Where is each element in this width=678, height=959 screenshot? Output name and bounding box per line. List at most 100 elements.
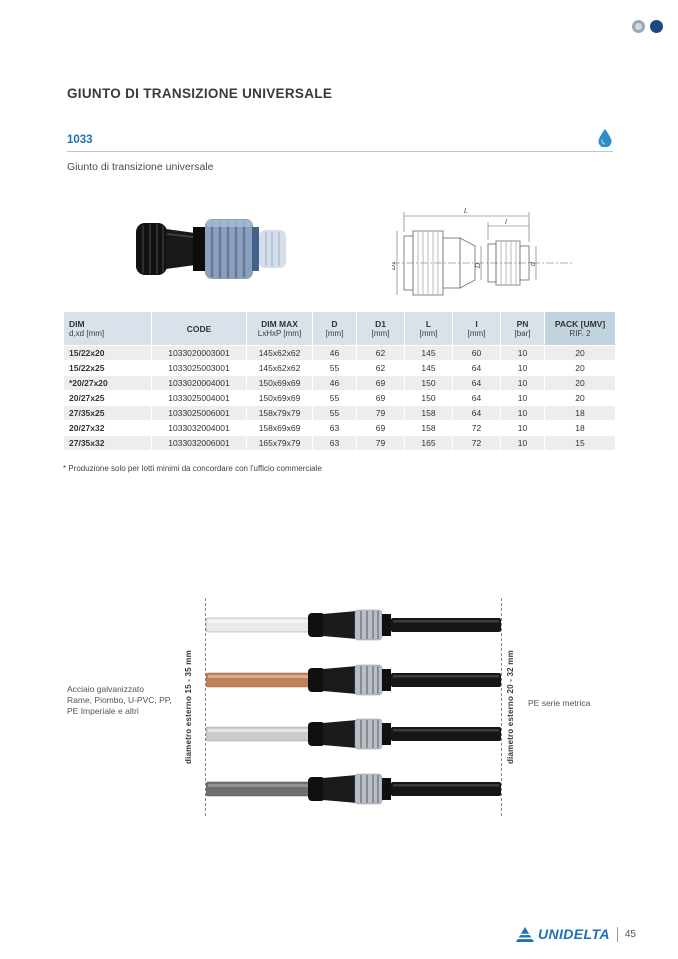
table-cell: 165: [404, 435, 453, 451]
table-cell: 20: [544, 360, 616, 376]
table-cell: 27/35x32: [63, 435, 152, 451]
table-cell: 10: [500, 360, 545, 376]
table-cell: 27/35x25: [63, 405, 152, 421]
material-line: Rame, Piombo, U-PVC, PP,: [67, 695, 172, 705]
product-code: 1033: [67, 134, 93, 146]
materials-list: Acciaio galvanizzato Rame, Piombo, U-PVC…: [67, 684, 172, 717]
table-cell: 62: [356, 360, 405, 376]
table-cell: 55: [312, 405, 357, 421]
svg-text:I: I: [505, 219, 507, 226]
table-cell: 15: [544, 435, 616, 451]
table-cell: 150: [404, 375, 453, 391]
table-cell: 1033020004001: [151, 375, 247, 391]
table-cell: 55: [312, 390, 357, 406]
footer-divider: [616, 926, 618, 942]
table-cell: 10: [500, 345, 545, 361]
page-number: 45: [624, 928, 636, 940]
svg-text:D1: D1: [392, 261, 397, 270]
table-cell: 72: [452, 420, 501, 436]
table-cell: 145: [404, 360, 453, 376]
table-cell: 60: [452, 345, 501, 361]
gray-dot-icon: [632, 20, 645, 33]
table-cell: 69: [356, 390, 405, 406]
brand-name: UNIDELTA: [537, 926, 610, 942]
svg-text:D: D: [475, 263, 482, 268]
table-cell: 1033020003001: [151, 345, 247, 361]
table-cell: 69: [356, 375, 405, 391]
technical-drawing: L I D1 D d: [392, 208, 574, 296]
table-cell: 20: [544, 345, 616, 361]
table-cell: 15/22x25: [63, 360, 152, 376]
col-header-I: I[mm]: [452, 311, 501, 346]
table-cell: 10: [500, 390, 545, 406]
table-cell: 55: [312, 360, 357, 376]
table-cell: 20/27x25: [63, 390, 152, 406]
material-line: PE Imperiale e altri: [67, 706, 139, 716]
fitting-row-galvanized: [206, 609, 501, 641]
col-header-code: CODE: [151, 311, 247, 346]
table-cell: 10: [500, 405, 545, 421]
col-header-L: L[mm]: [404, 311, 453, 346]
col-header-D: D[mm]: [312, 311, 357, 346]
table-cell: 145: [404, 345, 453, 361]
pe-series-label: PE serie metrica: [528, 698, 591, 708]
table-cell: 64: [452, 375, 501, 391]
table-cell: 158: [404, 405, 453, 421]
table-cell: 1033025003001: [151, 360, 247, 376]
table-cell: 64: [452, 405, 501, 421]
table-cell: 1033025006001: [151, 405, 247, 421]
table-cell: 20: [544, 375, 616, 391]
table-cell: *20/27x20: [63, 375, 152, 391]
table-cell: 10: [500, 375, 545, 391]
fitting-row-dark: [206, 773, 501, 805]
table-cell: 69: [356, 420, 405, 436]
table-cell: 62: [356, 345, 405, 361]
table-cell: 150x69x69: [246, 390, 313, 406]
section-rule: [67, 151, 613, 152]
table-cell: 18: [544, 405, 616, 421]
table-cell: 10: [500, 420, 545, 436]
fitting-row-gray: [206, 719, 501, 750]
material-line: Acciaio galvanizzato: [67, 684, 145, 694]
water-drop-icon: [598, 129, 612, 147]
table-cell: 46: [312, 345, 357, 361]
right-diameter-label: diametro esterno 20 - 32 mm: [506, 650, 515, 764]
table-cell: 72: [452, 435, 501, 451]
table-cell: 158x69x69: [246, 420, 313, 436]
table-cell: 1033032004001: [151, 420, 247, 436]
table-cell: 20/27x32: [63, 420, 152, 436]
page-title: GIUNTO DI TRANSIZIONE UNIVERSALE: [67, 86, 333, 101]
svg-text:L: L: [464, 208, 468, 215]
left-diameter-label: diametro esterno 15 - 35 mm: [184, 650, 193, 764]
application-illustration: [205, 598, 502, 816]
table-cell: 145x62x62: [246, 345, 313, 361]
table-cell: 79: [356, 435, 405, 451]
table-cell: 20: [544, 390, 616, 406]
table-cell: 18: [544, 420, 616, 436]
table-cell: 158x79x79: [246, 405, 313, 421]
table-cell: 15/22x20: [63, 345, 152, 361]
col-header-D1: D1[mm]: [356, 311, 405, 346]
table-cell: 63: [312, 420, 357, 436]
svg-text:d: d: [530, 261, 537, 266]
table-footnote: * Produzione solo per lotti minimi da co…: [63, 464, 322, 473]
table-cell: 63: [312, 435, 357, 451]
table-cell: 165x79x79: [246, 435, 313, 451]
delta-logo-icon: [515, 926, 534, 942]
table-cell: 64: [452, 360, 501, 376]
blue-dot-icon: [650, 20, 663, 33]
page-footer: UNIDELTA 45: [515, 926, 636, 942]
col-header-PN: PN[bar]: [500, 311, 545, 346]
table-cell: 46: [312, 375, 357, 391]
table-cell: 1033025004001: [151, 390, 247, 406]
table-cell: 158: [404, 420, 453, 436]
fitting-row-copper: [206, 664, 501, 695]
table-cell: 150: [404, 390, 453, 406]
